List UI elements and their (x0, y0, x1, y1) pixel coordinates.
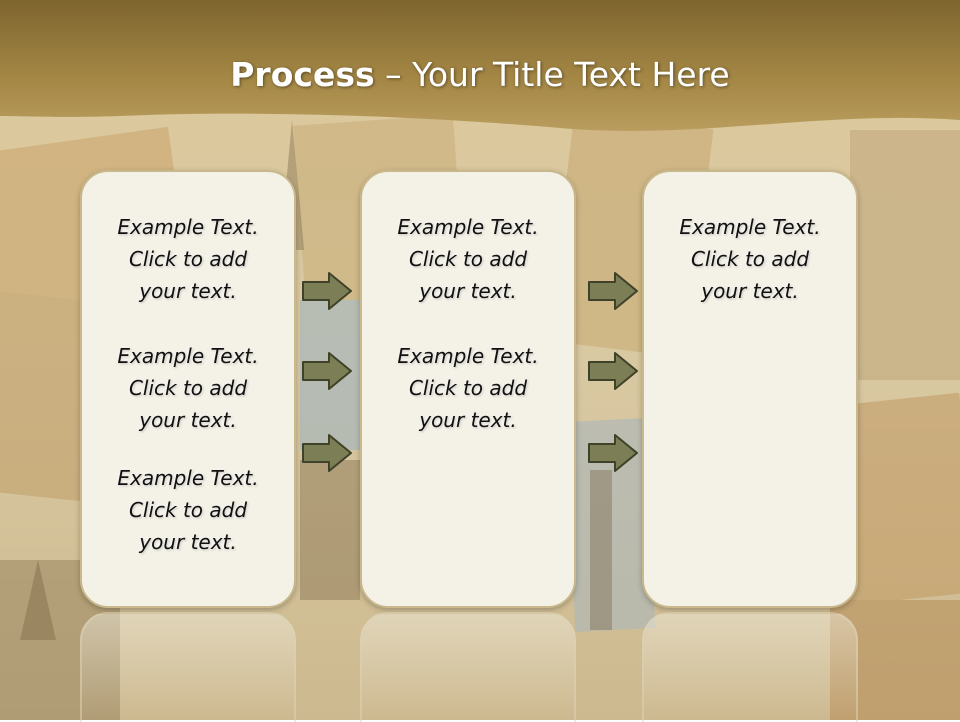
right-arrow-icon[interactable] (588, 271, 638, 311)
box-2-text-1[interactable]: Example Text. Click to add your text. (397, 215, 539, 303)
box-2-text-2[interactable]: Example Text. Click to add your text. (397, 344, 539, 432)
right-arrow-icon[interactable] (588, 433, 638, 473)
process-box-2-reflection (360, 612, 576, 722)
right-arrow-icon[interactable] (302, 433, 352, 473)
process-box-2[interactable] (360, 170, 576, 608)
slide-title[interactable]: Process – Your Title Text Here (0, 52, 960, 98)
title-bold-text: Process (230, 55, 375, 94)
title-rest-text: – Your Title Text Here (374, 55, 730, 94)
process-box-1[interactable] (80, 170, 296, 608)
box-1-text-3[interactable]: Example Text. Click to add your text. (117, 466, 259, 554)
right-arrow-icon[interactable] (588, 351, 638, 391)
process-box-3-reflection (642, 612, 858, 722)
box-3-text-1[interactable]: Example Text. Click to add your text. (679, 215, 821, 303)
box-1-text-1[interactable]: Example Text. Click to add your text. (117, 215, 259, 303)
process-box-1-reflection (80, 612, 296, 722)
process-box-3[interactable] (642, 170, 858, 608)
box-1-text-2[interactable]: Example Text. Click to add your text. (117, 344, 259, 432)
right-arrow-icon[interactable] (302, 271, 352, 311)
right-arrow-icon[interactable] (302, 351, 352, 391)
